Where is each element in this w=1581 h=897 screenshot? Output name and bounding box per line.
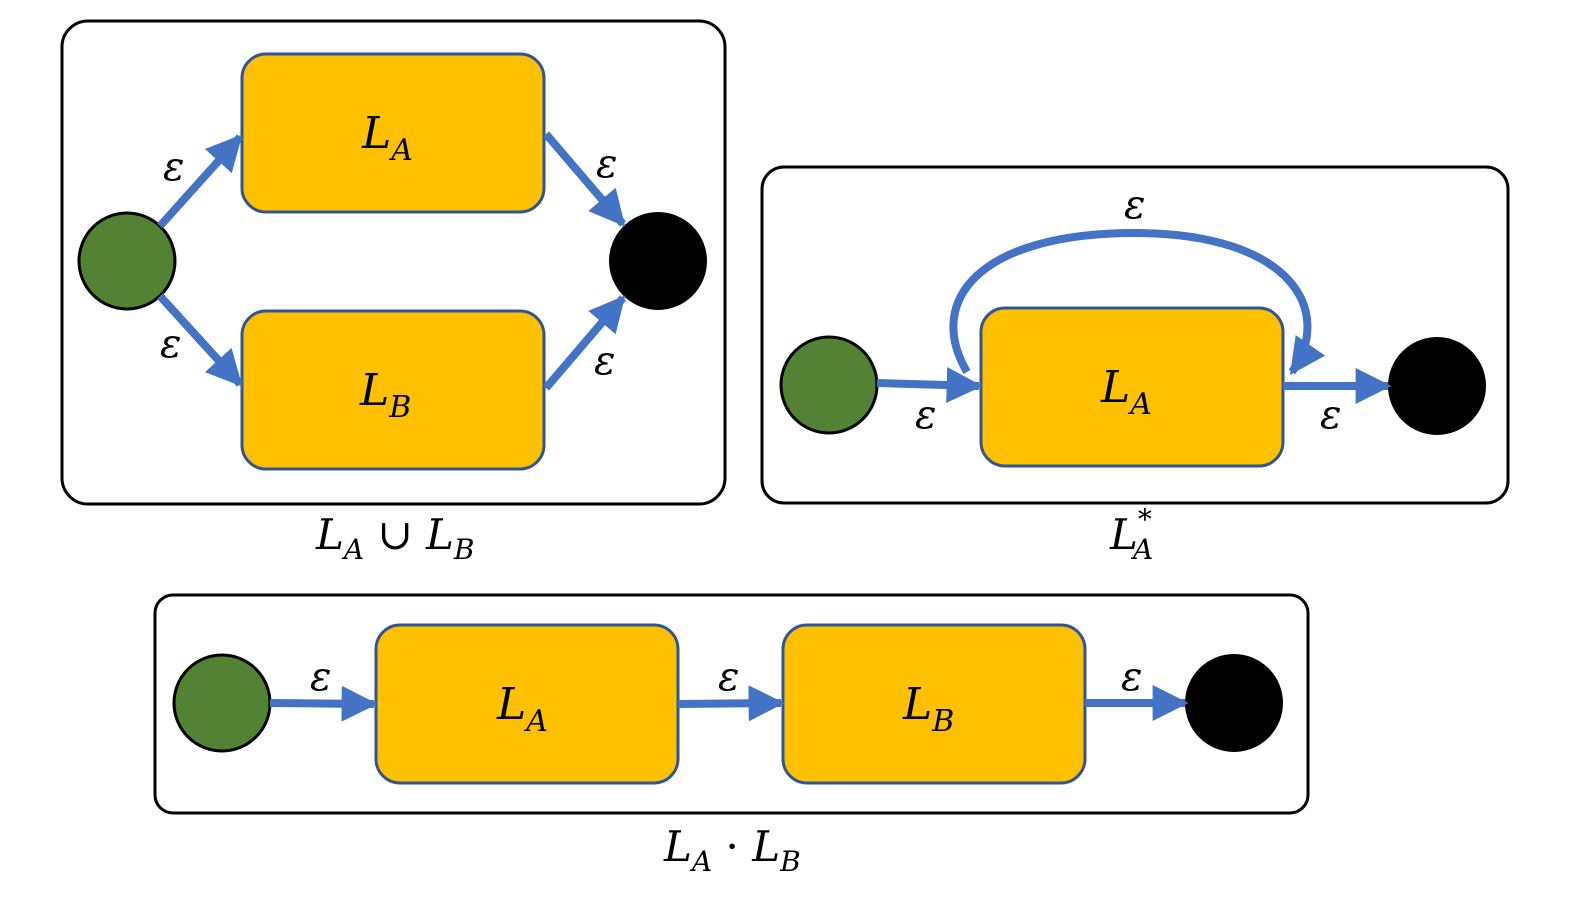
concat-edge-a-to-b bbox=[677, 685, 785, 722]
union-box-a-label: LA bbox=[361, 108, 413, 168]
star-eps-2: ε bbox=[1320, 392, 1341, 438]
concat-eps-2: ε bbox=[718, 654, 739, 700]
concat-panel: LA LB ε ε ε LA · LB bbox=[153, 593, 1310, 878]
union-eps-4: ε bbox=[594, 338, 615, 384]
union-edge-b-to-accept bbox=[542, 295, 627, 391]
union-edge-start-to-a bbox=[157, 134, 243, 229]
star-box-a-label: LA bbox=[1100, 362, 1152, 422]
concat-eps-3: ε bbox=[1121, 654, 1142, 700]
star-edge-start-to-a bbox=[876, 367, 983, 404]
star-panel: LA ε ε ε L*A bbox=[760, 165, 1510, 566]
star-start-state bbox=[779, 335, 879, 435]
union-panel: LA LB ε ε ε ε LA ∪ LB bbox=[60, 19, 727, 566]
union-box-a bbox=[240, 52, 546, 214]
star-caption: L*A bbox=[1109, 503, 1153, 566]
union-start-state bbox=[77, 211, 177, 311]
union-box-b bbox=[240, 309, 546, 471]
union-accept-state bbox=[609, 212, 707, 310]
union-edge-a-to-accept bbox=[542, 131, 627, 227]
union-caption: LA ∪ LB bbox=[315, 510, 475, 566]
star-loop-edge bbox=[949, 228, 1326, 375]
concat-start-state bbox=[172, 653, 272, 753]
union-eps-2: ε bbox=[160, 321, 181, 367]
union-eps-3: ε bbox=[596, 141, 617, 187]
union-edge-start-to-b bbox=[157, 293, 243, 387]
concat-accept-state bbox=[1185, 654, 1283, 752]
union-box-b-label: LB bbox=[359, 365, 411, 425]
concat-box-b-label: LB bbox=[902, 679, 954, 739]
concat-box-a-label: LA bbox=[496, 679, 548, 739]
star-eps-loop: ε bbox=[1124, 182, 1145, 228]
concat-caption: LA · LB bbox=[663, 822, 801, 878]
star-accept-state bbox=[1388, 337, 1486, 435]
star-eps-1: ε bbox=[915, 392, 936, 438]
union-eps-1: ε bbox=[163, 144, 184, 190]
concat-edge-start-to-a bbox=[269, 685, 378, 722]
concat-eps-1: ε bbox=[310, 654, 331, 700]
